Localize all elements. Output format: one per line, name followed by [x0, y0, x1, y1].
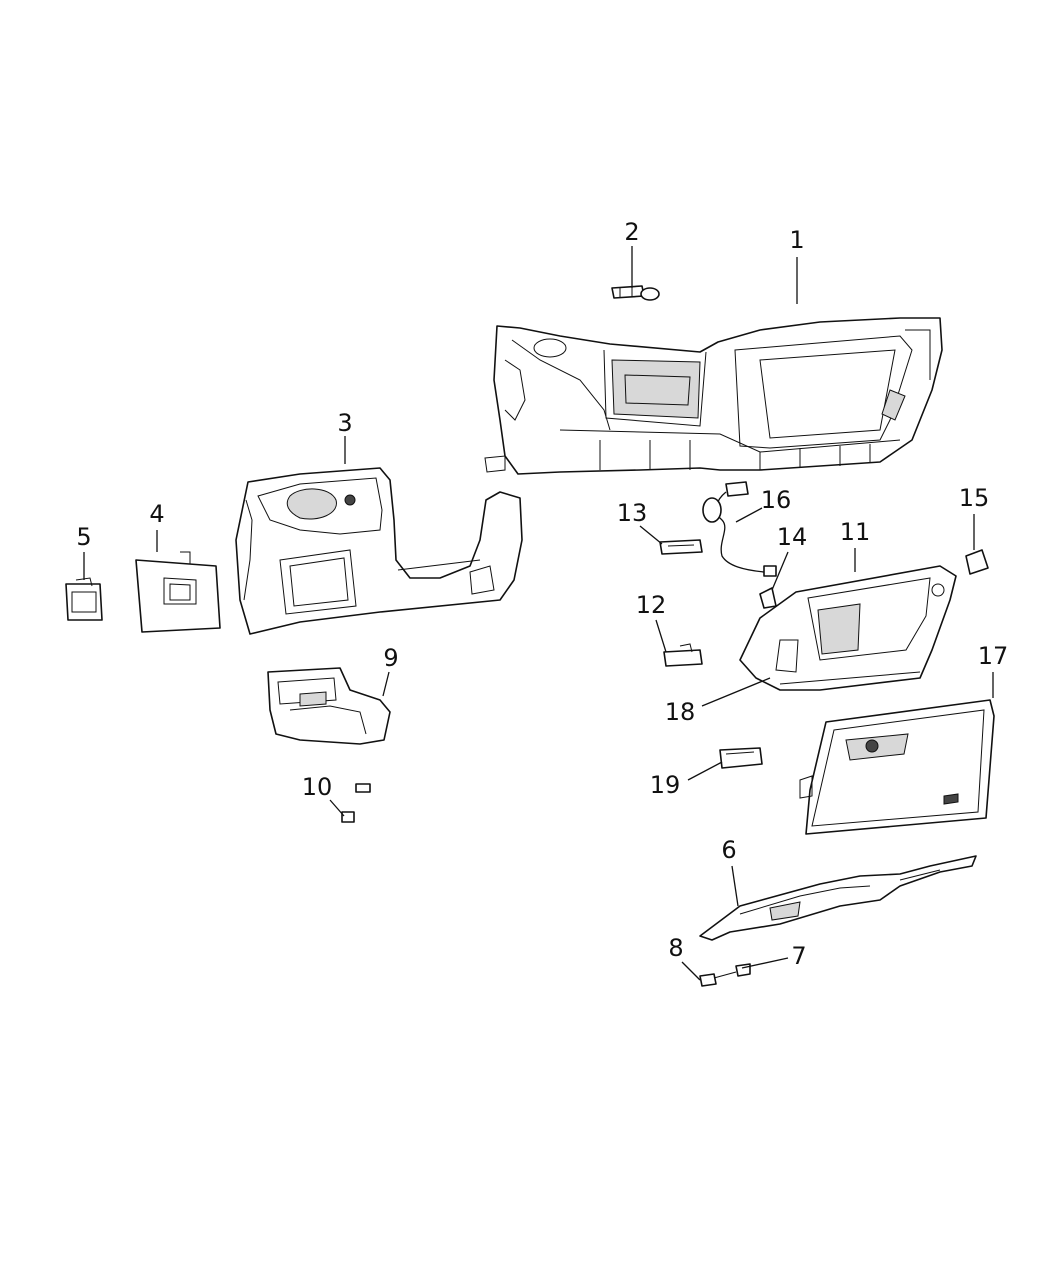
callout-4: 4 — [149, 500, 164, 528]
callout-16: 16 — [761, 486, 792, 514]
part-10-clips — [341, 783, 371, 823]
callout-9: 9 — [383, 644, 398, 672]
leader-7 — [741, 957, 789, 969]
part-3-lower-panel — [235, 467, 523, 635]
callout-18: 18 — [665, 698, 696, 726]
part-4-bezel — [135, 551, 221, 633]
leader-14 — [771, 551, 789, 591]
callout-8: 8 — [668, 934, 683, 962]
leader-16 — [735, 507, 763, 523]
callout-14: 14 — [777, 523, 808, 551]
callout-3: 3 — [337, 409, 352, 437]
part-15-cap — [965, 549, 989, 575]
part-8-clip — [699, 971, 737, 987]
leader-12 — [655, 619, 667, 653]
leader-13 — [639, 525, 663, 545]
callout-labels: 1 2 3 4 5 9 10 11 12 13 14 15 16 17 18 1… — [76, 218, 1008, 970]
part-19-handle — [719, 747, 763, 769]
callout-7: 7 — [791, 942, 806, 970]
callout-1: 1 — [789, 226, 804, 254]
callout-2: 2 — [624, 218, 639, 246]
callout-15: 15 — [959, 484, 990, 512]
part-6-lower-trim — [699, 855, 977, 941]
part-7-clip — [735, 963, 751, 977]
part-14-button — [759, 587, 777, 609]
leader-9 — [382, 671, 390, 697]
part-11-glove-box-bin — [739, 565, 957, 691]
callout-11: 11 — [840, 518, 871, 546]
leader-6 — [731, 865, 739, 907]
leader-18 — [701, 677, 771, 707]
leader-19 — [687, 761, 723, 781]
callout-17: 17 — [978, 642, 1009, 670]
part-12-latch — [663, 643, 703, 667]
leader-10 — [329, 799, 345, 817]
leader-lines — [83, 246, 994, 981]
part-2-sensor — [611, 285, 660, 301]
callout-10: 10 — [302, 773, 333, 801]
part-5-switch — [65, 577, 103, 621]
part-13-connector — [659, 539, 703, 555]
callout-5: 5 — [76, 523, 91, 551]
part-9-storage-bin — [267, 667, 391, 745]
callout-12: 12 — [636, 591, 667, 619]
callout-13: 13 — [617, 499, 648, 527]
part-16-harness — [702, 481, 777, 577]
part-17-glove-box-door — [799, 699, 995, 835]
part-1-instrument-panel — [484, 317, 943, 475]
callout-6: 6 — [721, 836, 736, 864]
leader-8 — [681, 961, 701, 981]
callout-19: 19 — [650, 771, 681, 799]
